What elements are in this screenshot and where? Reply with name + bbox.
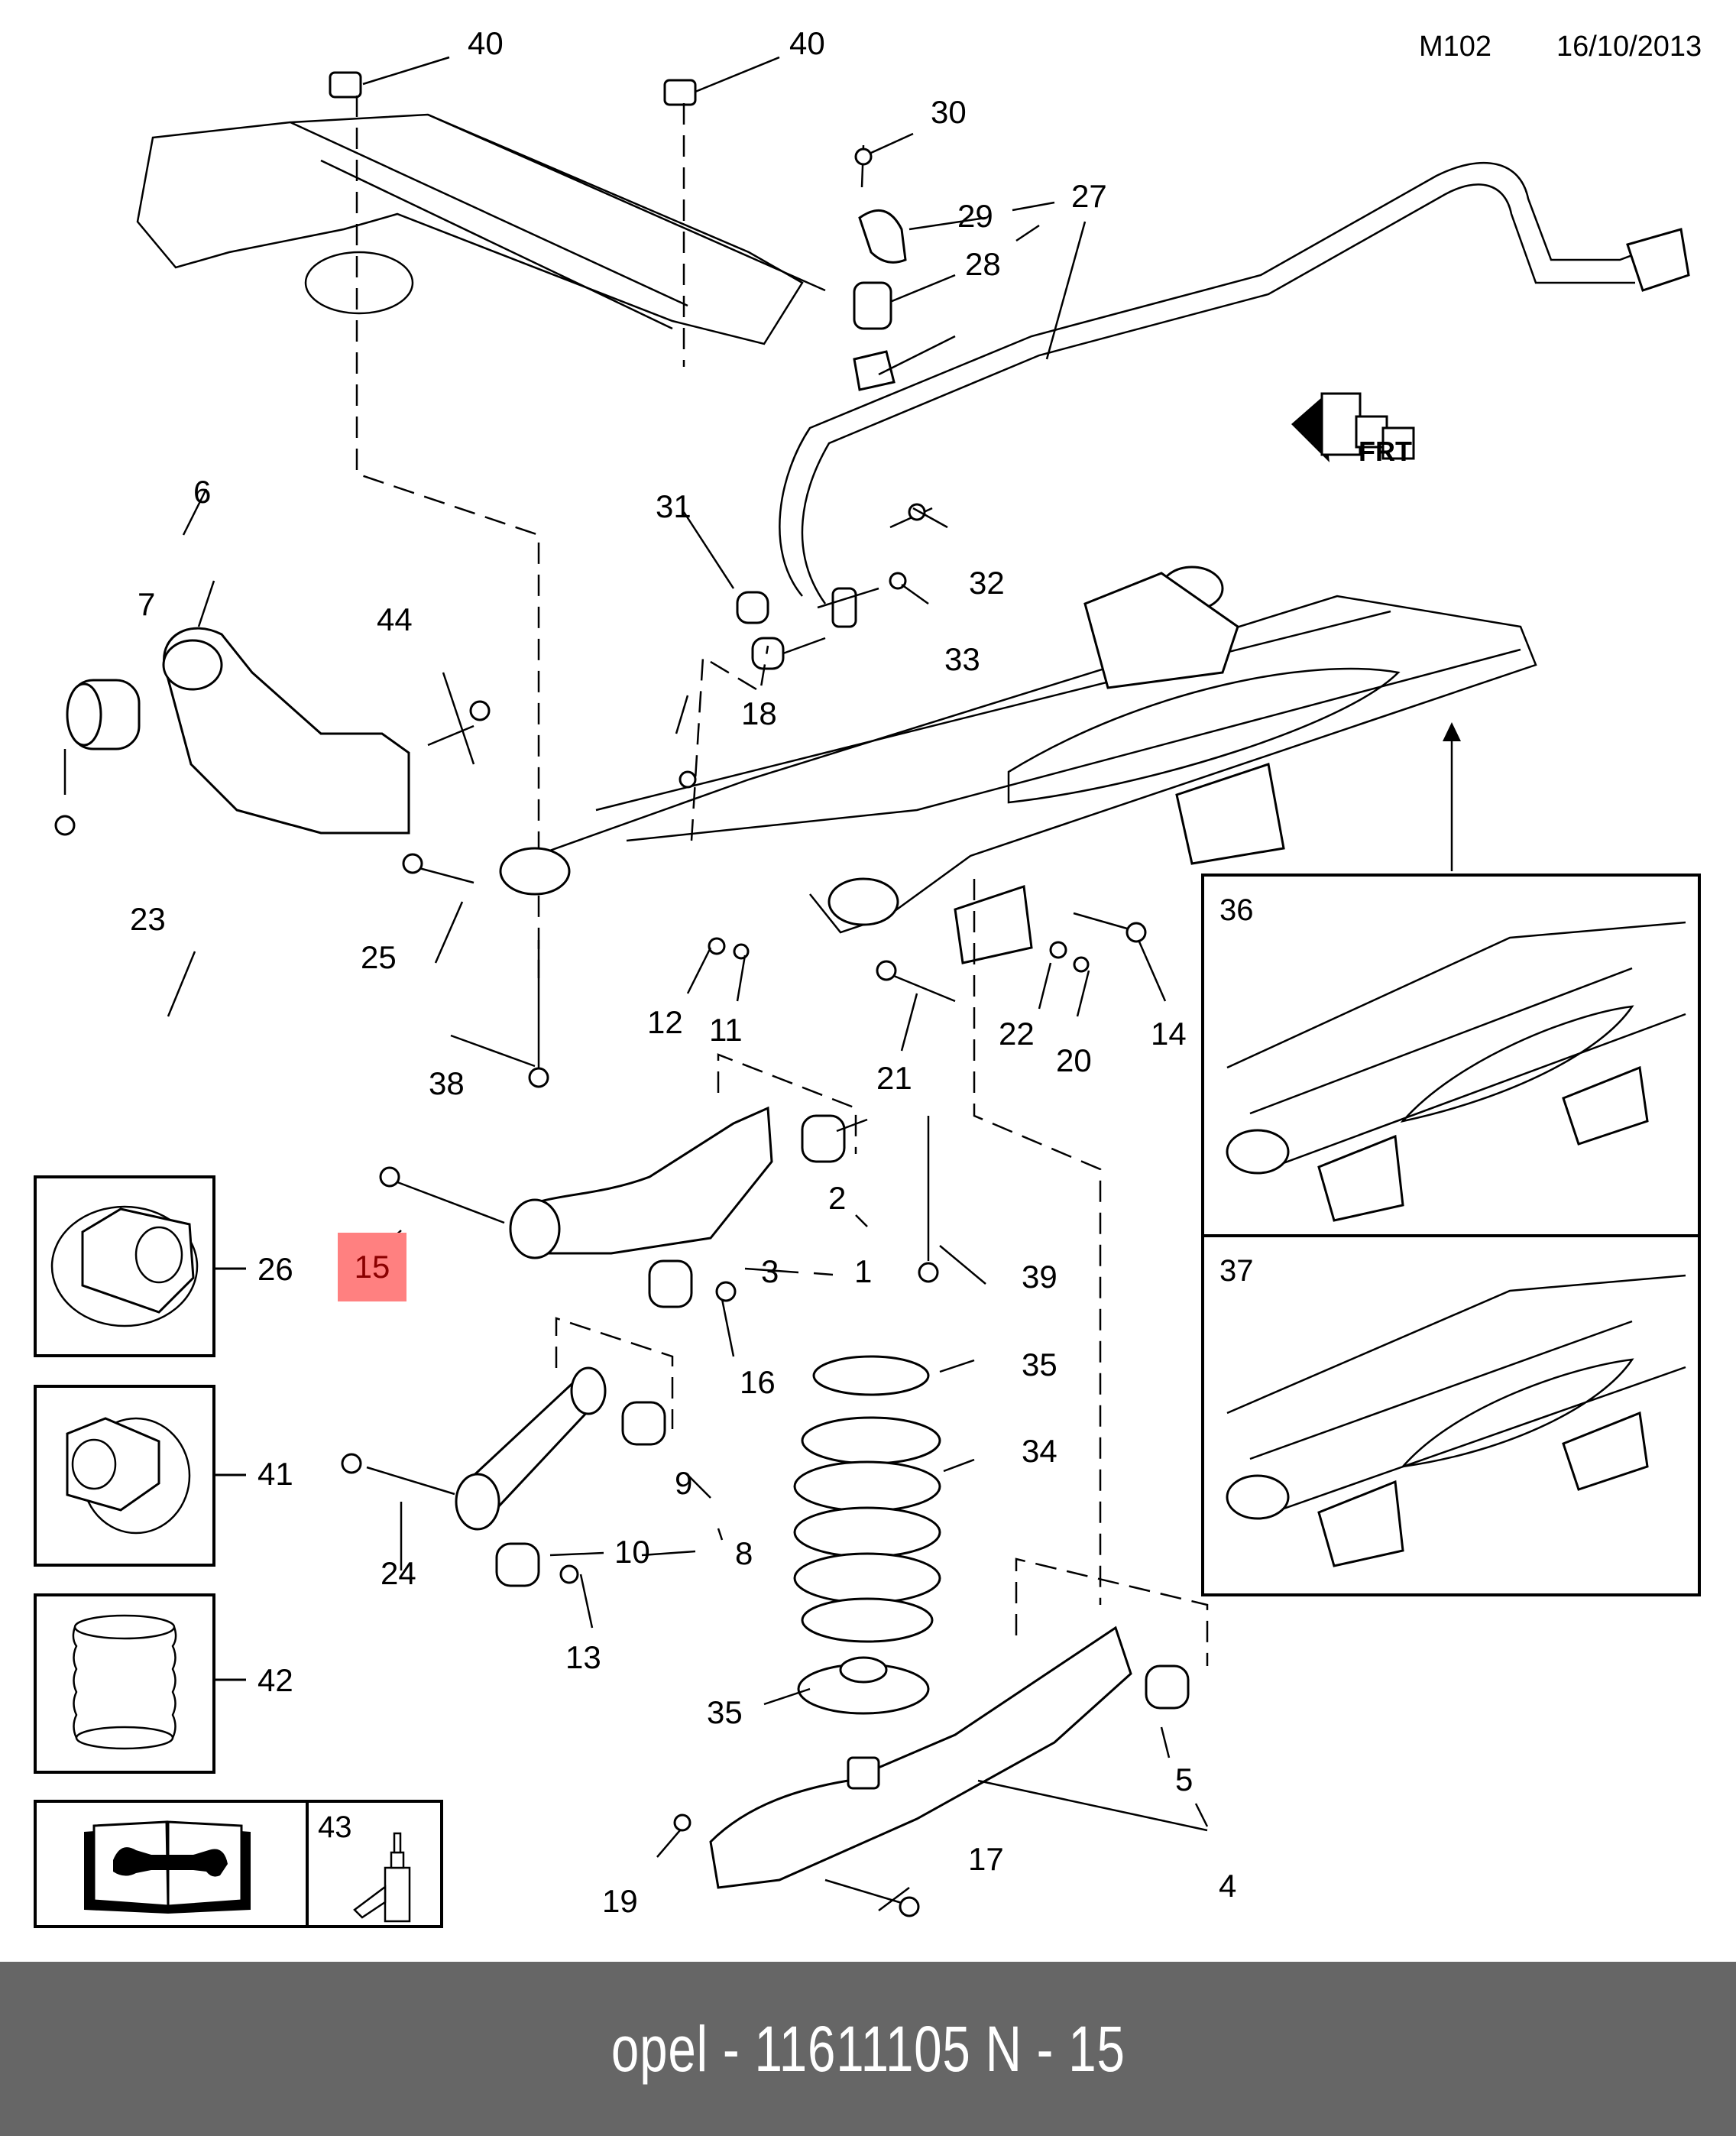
callout-31[interactable]: 31: [656, 488, 691, 524]
callout-15-highlighted[interactable]: 15: [338, 1233, 406, 1301]
callout-8[interactable]: 8: [735, 1535, 753, 1571]
callout-14[interactable]: 14: [1151, 1016, 1187, 1052]
inset-label-36: 36: [1219, 893, 1254, 927]
callout-10[interactable]: 10: [614, 1534, 650, 1570]
upper-lateral-arm: [379, 1053, 939, 1308]
callout-34[interactable]: 34: [1022, 1433, 1057, 1469]
callout-35[interactable]: 35: [1022, 1347, 1057, 1382]
callout-33[interactable]: 33: [944, 641, 980, 677]
callout-5[interactable]: 5: [1175, 1762, 1194, 1797]
diagram-code: M102: [1419, 31, 1492, 63]
callout-9[interactable]: 9: [675, 1465, 693, 1501]
callout-44[interactable]: 44: [377, 601, 413, 637]
crossmember-variant-b-illustration: [1226, 1274, 1686, 1567]
inset-adhesive-43: 43: [306, 1800, 443, 1928]
inset-label-37: 37: [1219, 1254, 1254, 1288]
inset-label-43: 43: [318, 1810, 352, 1844]
inset-flange-nut-26: [34, 1175, 215, 1357]
crossmember-variant-a-illustration: [1226, 921, 1686, 1222]
callout-39[interactable]: 39: [1022, 1259, 1057, 1295]
callout-38[interactable]: 38: [429, 1065, 465, 1101]
callout-11[interactable]: 11: [709, 1012, 743, 1048]
parts-diagram: M102 16/10/2013 FRT 40 40 30 27 29 28 6 …: [34, 25, 1702, 1928]
callout-35[interactable]: 35: [707, 1694, 743, 1730]
diagram-drawing: [54, 56, 1690, 1917]
callout-20[interactable]: 20: [1056, 1042, 1092, 1078]
footer-part-text: opel - 11611105 N - 15: [611, 2012, 1125, 2085]
bellows-icon: [72, 1614, 177, 1750]
callout-30[interactable]: 30: [931, 94, 967, 130]
inset-leader-lines: [215, 1267, 246, 1681]
leader-lines: [167, 56, 1209, 1911]
callout-32[interactable]: 32: [969, 565, 1005, 601]
inset-bellows-42: [34, 1593, 215, 1774]
callout-2[interactable]: 2: [828, 1180, 847, 1216]
callout-23[interactable]: 23: [130, 901, 166, 937]
inset-crossmember-36: 36: [1201, 874, 1701, 1237]
callout-21[interactable]: 21: [876, 1060, 912, 1096]
callout-40[interactable]: 40: [468, 25, 504, 61]
callout-42[interactable]: 42: [257, 1662, 293, 1698]
callout-3[interactable]: 3: [761, 1253, 779, 1289]
stabilizer-clamp-parts: [853, 144, 907, 391]
front-direction-icon: FRT: [1284, 382, 1421, 467]
service-manual-box: [34, 1800, 309, 1928]
service-manual-wrench-icon[interactable]: [37, 1803, 306, 1925]
stabilizer-bar: [779, 161, 1690, 604]
trailing-arm-assembly: [54, 627, 491, 836]
callout-6[interactable]: 6: [193, 474, 212, 510]
flange-nut-icon: [50, 1205, 199, 1327]
callout-25[interactable]: 25: [361, 939, 397, 975]
callout-29[interactable]: 29: [957, 198, 993, 234]
coil-spring-assembly: [793, 1355, 941, 1715]
callout-27[interactable]: 27: [1071, 178, 1107, 214]
callout-16[interactable]: 16: [740, 1364, 776, 1400]
callout-13[interactable]: 13: [565, 1639, 601, 1675]
callout-19[interactable]: 19: [602, 1883, 638, 1919]
callout-1[interactable]: 1: [854, 1253, 873, 1289]
callout-28[interactable]: 28: [965, 246, 1001, 282]
callout-4[interactable]: 4: [1219, 1868, 1237, 1904]
callout-22[interactable]: 22: [999, 1016, 1035, 1052]
lower-lateral-arm: [341, 1317, 674, 1587]
callout-24[interactable]: 24: [381, 1555, 416, 1591]
cage-nuts: [329, 71, 697, 978]
part-number-footer: opel - 11611105 N - 15: [0, 1962, 1736, 2136]
callout-41[interactable]: 41: [257, 1456, 293, 1492]
inset-pointer-arrow: [1443, 722, 1461, 871]
diagram-date: 16/10/2013: [1556, 31, 1702, 63]
fasteners: [402, 770, 1147, 1088]
inset-flange-nut-41: [34, 1385, 215, 1567]
frt-text: FRT: [1359, 436, 1412, 466]
hex-flange-nut-icon: [66, 1417, 191, 1535]
inset-crossmember-37: 37: [1201, 1234, 1701, 1596]
adhesive-bottle-icon: [353, 1832, 411, 1923]
callout-26[interactable]: 26: [257, 1251, 293, 1287]
callout-12[interactable]: 12: [647, 1004, 683, 1040]
callout-18[interactable]: 18: [741, 695, 777, 731]
stabilizer-link: [690, 503, 933, 841]
callout-17[interactable]: 17: [968, 1841, 1004, 1877]
lower-control-arm: [673, 879, 1209, 1917]
callout-40[interactable]: 40: [789, 25, 825, 61]
body-frame-rail: [136, 113, 826, 345]
callout-7[interactable]: 7: [138, 586, 156, 622]
